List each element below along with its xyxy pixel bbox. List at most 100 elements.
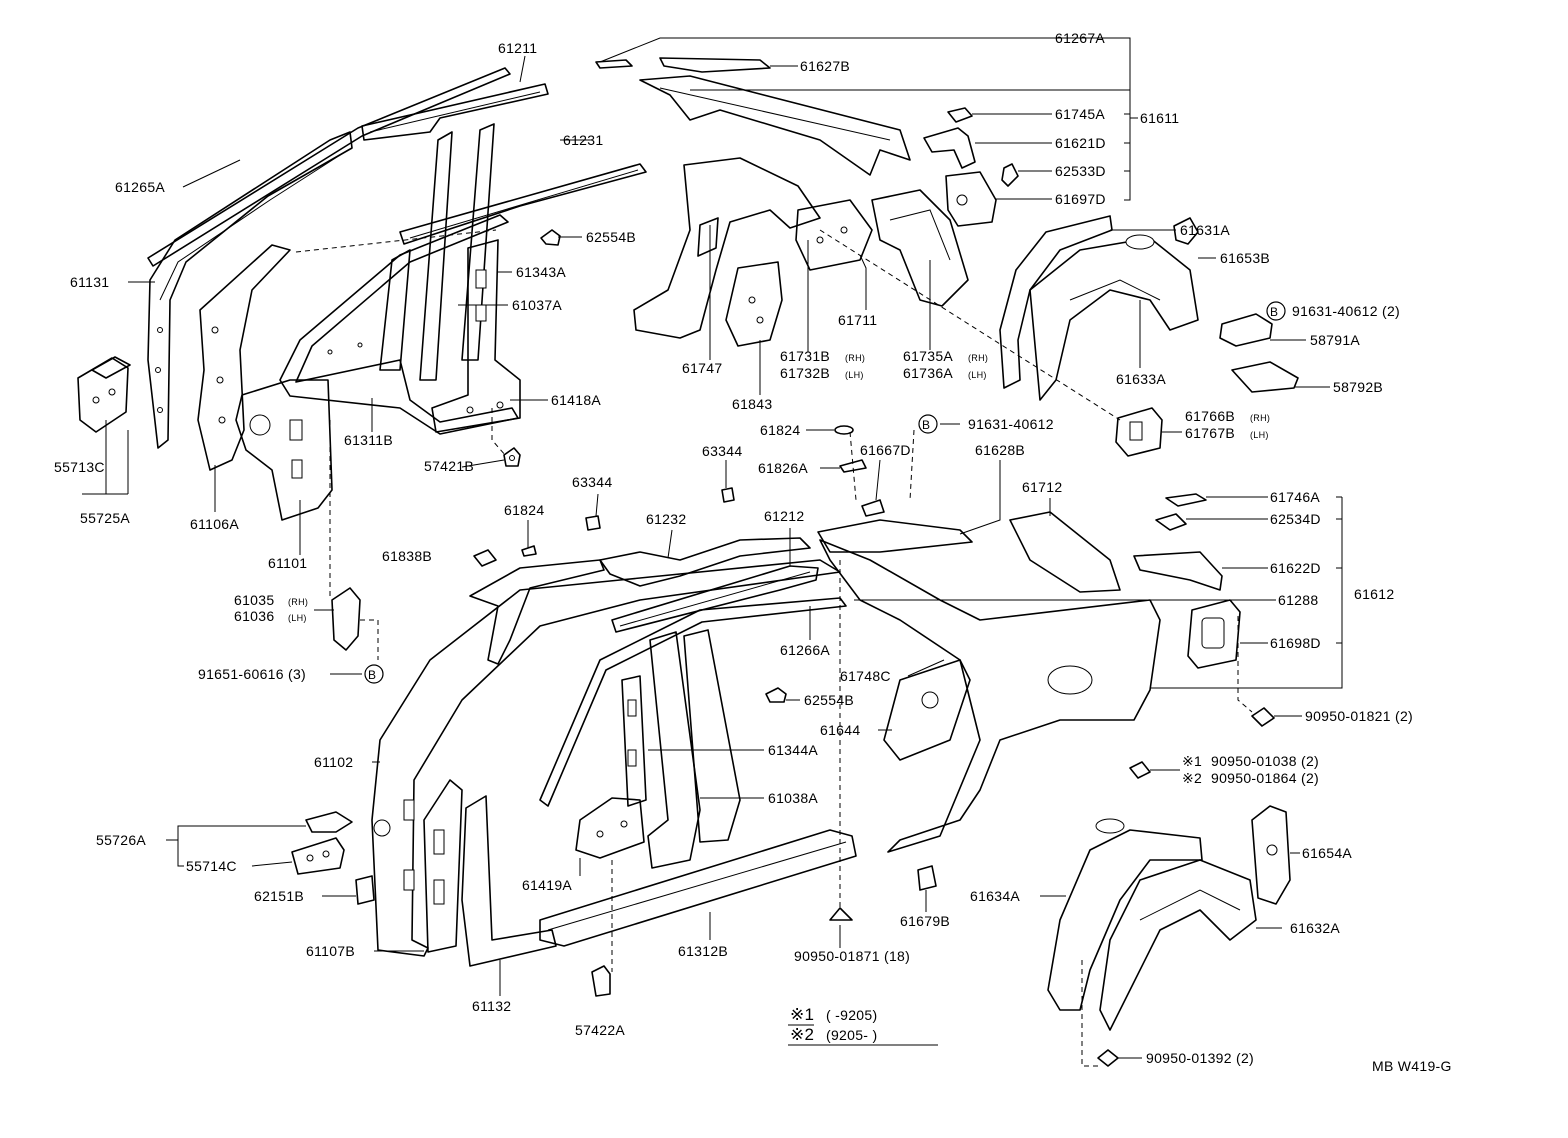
label-61679b: 61679B bbox=[900, 913, 950, 929]
part-61826a-drawing bbox=[839, 459, 867, 473]
part-61418a-drawing bbox=[431, 239, 521, 433]
label-61697d: 61697D bbox=[1055, 191, 1106, 207]
label-61838b: 61838B bbox=[382, 548, 432, 564]
label-61736a: 61736A bbox=[903, 365, 953, 381]
label-61036: 61036 bbox=[234, 608, 274, 624]
diagram-code: MB W419-G bbox=[1372, 1058, 1452, 1074]
label-63344-a: 63344 bbox=[572, 474, 612, 490]
part-61312b-drawing bbox=[539, 829, 857, 947]
part-61419a-drawing bbox=[575, 797, 645, 859]
note-mark2: ※2 bbox=[790, 1025, 814, 1044]
part-61679b-drawing bbox=[917, 865, 937, 891]
part-61735a-drawing bbox=[871, 189, 969, 307]
label-55713c: 55713C bbox=[54, 459, 105, 475]
part-61266a-drawing bbox=[539, 597, 847, 807]
part-61824-top-drawing bbox=[834, 425, 854, 435]
label-61731b-rh: (RH) bbox=[845, 353, 865, 363]
label-61735a-rh: (RH) bbox=[968, 353, 988, 363]
label-62554b-top: 62554B bbox=[586, 229, 636, 245]
label-61107b: 61107B bbox=[306, 943, 355, 959]
label-61767b-lh: (LH) bbox=[1250, 430, 1269, 440]
part-61131-drawing bbox=[147, 131, 353, 449]
part-90950-01038-drawing bbox=[1129, 761, 1151, 779]
part-61232-drawing bbox=[599, 537, 811, 587]
label-61612: 61612 bbox=[1354, 586, 1394, 602]
label-61824-mid: 61824 bbox=[504, 502, 544, 518]
callout-b-top: B bbox=[1266, 301, 1286, 321]
part-57422a-drawing bbox=[591, 965, 611, 997]
label-61826a: 61826A bbox=[758, 460, 808, 476]
label-61732b-lh: (LH) bbox=[845, 370, 864, 380]
part-61621d-drawing bbox=[923, 127, 976, 169]
part-62534d-drawing bbox=[1155, 513, 1187, 531]
label-62534d: 62534D bbox=[1270, 511, 1321, 527]
label-57421b: 57421B bbox=[424, 458, 474, 474]
part-90950-01821-drawing bbox=[1251, 707, 1275, 727]
callout-b-left: B bbox=[364, 664, 384, 684]
part-55714c-drawing bbox=[291, 837, 345, 875]
part-61037a-drawing bbox=[279, 123, 519, 435]
label-61628b: 61628B bbox=[975, 442, 1025, 458]
label-61611: 61611 bbox=[1140, 110, 1179, 126]
part-58791a-drawing bbox=[1219, 313, 1273, 347]
label-61767b: 61767B bbox=[1185, 425, 1235, 441]
label-61622d: 61622D bbox=[1270, 560, 1321, 576]
label-61746a: 61746A bbox=[1270, 489, 1320, 505]
part-61634a-drawing bbox=[1047, 818, 1203, 1011]
label-61631a: 61631A bbox=[1180, 222, 1230, 238]
label-61667d: 61667D bbox=[860, 442, 911, 458]
label-90950-01392-2: 90950-01392 (2) bbox=[1146, 1050, 1254, 1066]
label-61419a: 61419A bbox=[522, 877, 572, 893]
label-61101: 61101 bbox=[268, 555, 307, 571]
label-90950-01821-2: 90950-01821 (2) bbox=[1305, 708, 1413, 724]
label-58792b: 58792B bbox=[1333, 379, 1383, 395]
label-61265a: 61265A bbox=[115, 179, 165, 195]
label-55714c: 55714C bbox=[186, 858, 237, 874]
label-61748c: 61748C bbox=[840, 668, 891, 684]
label-61037a: 61037A bbox=[512, 297, 562, 313]
label-62533d: 62533D bbox=[1055, 163, 1106, 179]
label-91631-40612-2: 91631-40612 (2) bbox=[1292, 303, 1400, 319]
part-61627b-drawing bbox=[659, 57, 771, 73]
part-61632a-drawing bbox=[1099, 859, 1257, 1031]
label-61131: 61131 bbox=[70, 274, 109, 290]
label-61654a: 61654A bbox=[1302, 845, 1352, 861]
part-55726a-drawing bbox=[305, 811, 353, 833]
label-61288: 61288 bbox=[1278, 592, 1318, 608]
label-61745a: 61745A bbox=[1055, 106, 1105, 122]
label-61843: 61843 bbox=[732, 396, 772, 412]
label-61035-rh: (RH) bbox=[288, 597, 308, 607]
part-58792b-drawing bbox=[1231, 361, 1299, 393]
callout-letter: B bbox=[922, 418, 930, 432]
label-61418a: 61418A bbox=[551, 392, 601, 408]
label-61632a: 61632A bbox=[1290, 920, 1340, 936]
notes-legend: ※1 ( -9205) ※2 (9205- ) bbox=[788, 1005, 938, 1046]
label-61731b: 61731B bbox=[780, 348, 830, 364]
part-61745a-drawing bbox=[947, 107, 973, 123]
dashed-guides bbox=[295, 229, 1253, 1067]
part-62151b-drawing bbox=[355, 875, 375, 905]
part-61101-drawing bbox=[235, 379, 333, 521]
label-61212: 61212 bbox=[764, 508, 804, 524]
label-61343a: 61343A bbox=[516, 264, 566, 280]
label-61038a: 61038A bbox=[768, 790, 818, 806]
part-57421b-drawing bbox=[503, 447, 521, 467]
part-61748c-drawing bbox=[883, 659, 971, 761]
note-range2: (9205- ) bbox=[826, 1027, 877, 1043]
callout-letter: B bbox=[368, 668, 376, 682]
label-61736a-lh: (LH) bbox=[968, 370, 987, 380]
part-61653b-drawing bbox=[1173, 217, 1199, 245]
part-61132-drawing bbox=[461, 795, 557, 967]
label-61824-top: 61824 bbox=[760, 422, 800, 438]
label-61232: 61232 bbox=[646, 511, 686, 527]
label-63344-b: 63344 bbox=[702, 443, 742, 459]
part-61035-drawing bbox=[331, 587, 361, 651]
part-90950-01392-drawing bbox=[1097, 1049, 1119, 1067]
part-61611-drawing bbox=[639, 75, 911, 176]
label-61231: 61231 bbox=[563, 132, 603, 148]
part-61746a-drawing bbox=[1165, 493, 1207, 507]
part-61698d-drawing bbox=[1187, 599, 1241, 669]
part-61631a-drawing bbox=[999, 215, 1113, 389]
part-61265a-drawing bbox=[147, 67, 511, 267]
